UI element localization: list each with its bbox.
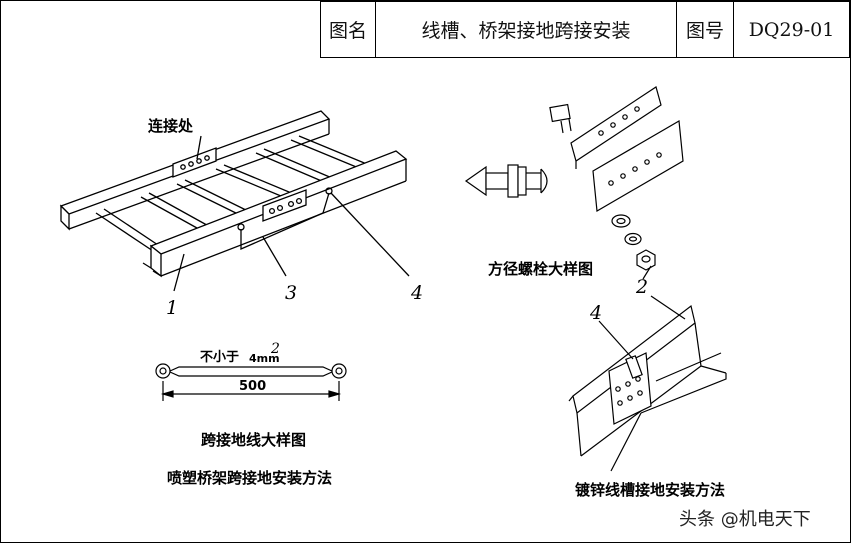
trough-part-label-4: 4	[589, 302, 602, 324]
jumper-length-dimension: 500	[239, 379, 266, 394]
part-label-2: 2	[635, 276, 648, 298]
label-connection-point: 连接处	[148, 117, 194, 135]
title-block: 图名 线槽、桥架接地跨接安装 图号 DQ29-01	[320, 1, 850, 58]
jumper-wire-detail	[155, 363, 347, 401]
galvanized-trough-method-caption: 镀锌线槽接地安装方法	[575, 481, 725, 499]
title-code-value: DQ29-01	[733, 1, 850, 58]
galvanized-trough	[568, 295, 727, 472]
back-rail-connection-plate	[172, 147, 217, 178]
jumper-min-text: 不小于	[200, 350, 239, 365]
bolt-detail-caption: 方径螺栓大样图	[488, 260, 593, 278]
title-name-label: 图名	[320, 1, 376, 58]
part-label-4: 4	[410, 282, 423, 304]
ladder-tray	[59, 110, 410, 292]
part-label-1: 1	[166, 297, 178, 319]
sprayed-tray-method-caption: 喷塑桥架跨接地安装方法	[167, 469, 332, 487]
title-name-value: 线槽、桥架接地跨接安装	[375, 1, 677, 58]
part-label-3: 3	[285, 282, 297, 304]
jumper-size-value: 4mm	[249, 352, 280, 365]
jumper-detail-caption: 跨接地线大样图	[201, 431, 306, 449]
jumper-size-exponent: 2	[270, 341, 280, 357]
bolt-detail	[464, 86, 684, 280]
watermark: 头条 @机电天下	[679, 509, 811, 530]
